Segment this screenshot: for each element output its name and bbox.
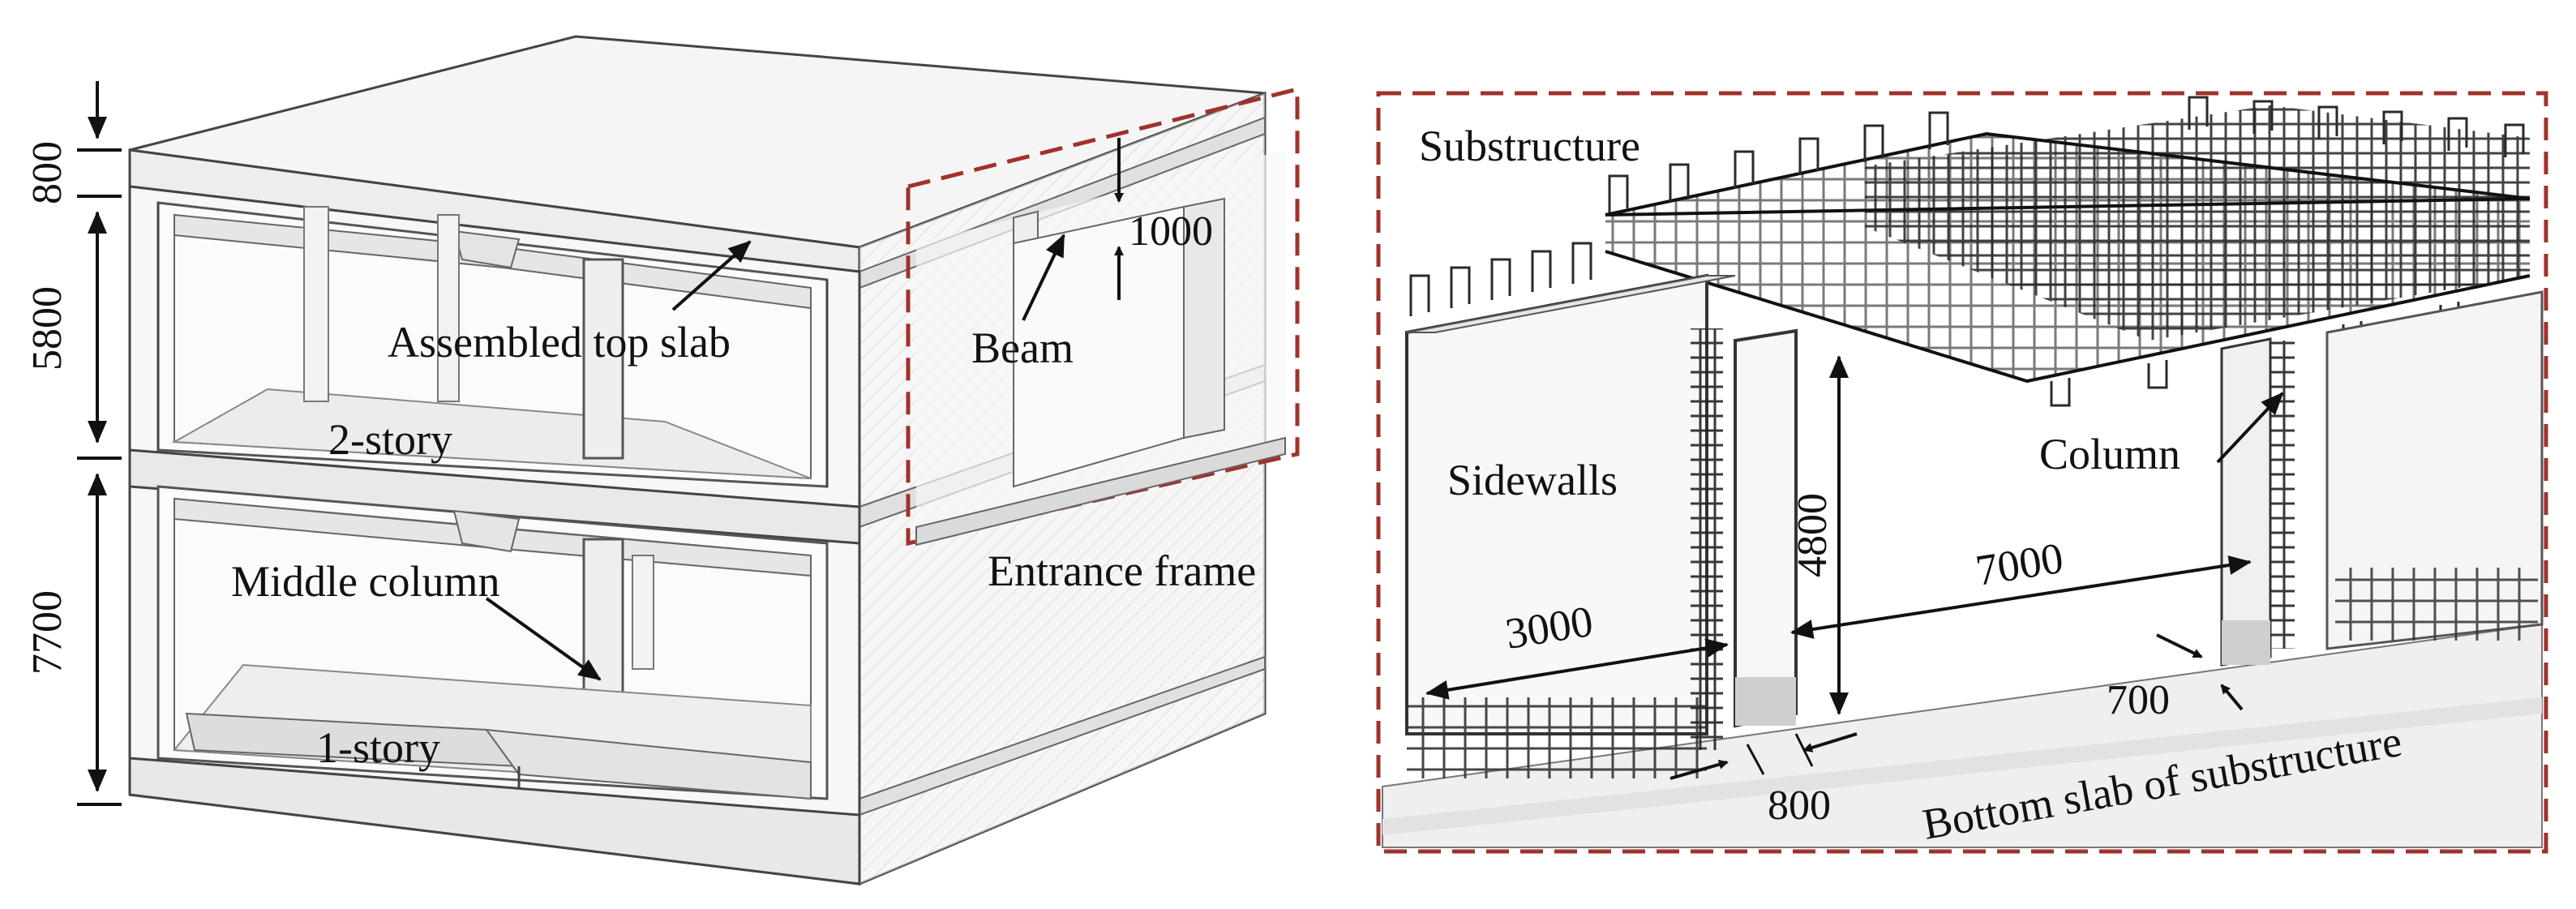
left-sidewall xyxy=(1405,273,1708,735)
leader-column xyxy=(2216,392,2284,464)
dim-beam: 1000 xyxy=(1129,208,1213,255)
sidewall-top-hooks xyxy=(1409,242,1592,316)
roof-rebar-cage xyxy=(1605,96,2531,407)
dim-column-width: 700 xyxy=(2107,677,2170,723)
dim-top-slab: 800 xyxy=(24,141,71,204)
dim-story-1: 7700 xyxy=(24,590,71,675)
dim-line-3000 xyxy=(1425,638,1729,700)
right-panel: 4800 3000 7000 700 800 Substructure Side… xyxy=(1376,91,2548,854)
label-story-2: 2-story xyxy=(328,415,452,464)
leader-middle-column xyxy=(485,597,602,681)
dim-height: 4800 xyxy=(1789,493,1836,577)
leader-beam xyxy=(1022,234,1065,321)
bottom-slab xyxy=(128,757,861,885)
left-column xyxy=(1734,328,1798,728)
entrance-frame-box xyxy=(906,86,1300,547)
label-column: Column xyxy=(2039,430,2180,478)
label-entrance-frame: Entrance frame xyxy=(988,547,1256,595)
dim-span-right: 7000 xyxy=(1972,534,2066,595)
label-middle-column: Middle column xyxy=(231,557,499,606)
label-story-1: 1-story xyxy=(316,723,440,772)
left-dimension-chain xyxy=(77,81,122,806)
label-beam: Beam xyxy=(971,324,1074,372)
left-panel: 800 5800 7700 1000 Assembled top slab Be… xyxy=(24,35,1300,886)
middle-slab xyxy=(128,448,861,545)
right-column xyxy=(2220,337,2272,667)
dim-story-2: 5800 xyxy=(24,286,71,371)
leader-top-slab xyxy=(671,240,752,311)
substructure-frame-box xyxy=(1376,91,2548,854)
label-substructure: Substructure xyxy=(1419,122,1640,170)
dim-line-7000 xyxy=(1790,555,2252,639)
label-assembled-top-slab: Assembled top slab xyxy=(388,318,731,367)
label-sidewalls: Sidewalls xyxy=(1447,456,1618,504)
dim-wall-thickness: 800 xyxy=(1768,783,1831,829)
